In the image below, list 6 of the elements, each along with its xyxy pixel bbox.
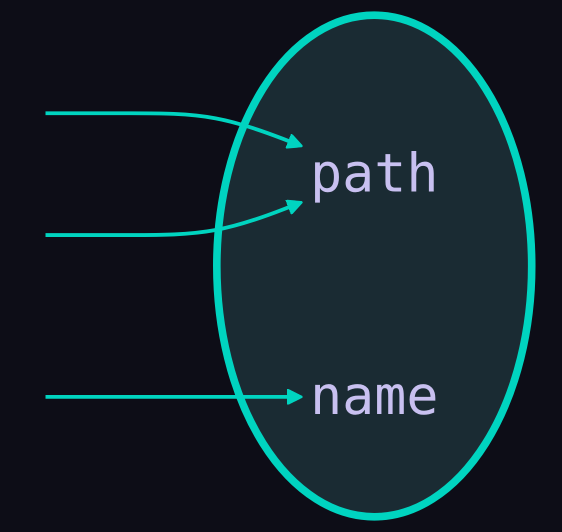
arrow bbox=[46, 200, 304, 237]
circle-outline bbox=[213, 11, 536, 521]
arrow bbox=[46, 111, 304, 149]
node-text: name bbox=[310, 364, 438, 428]
node-text: path bbox=[310, 142, 438, 205]
arrow bbox=[46, 388, 304, 406]
